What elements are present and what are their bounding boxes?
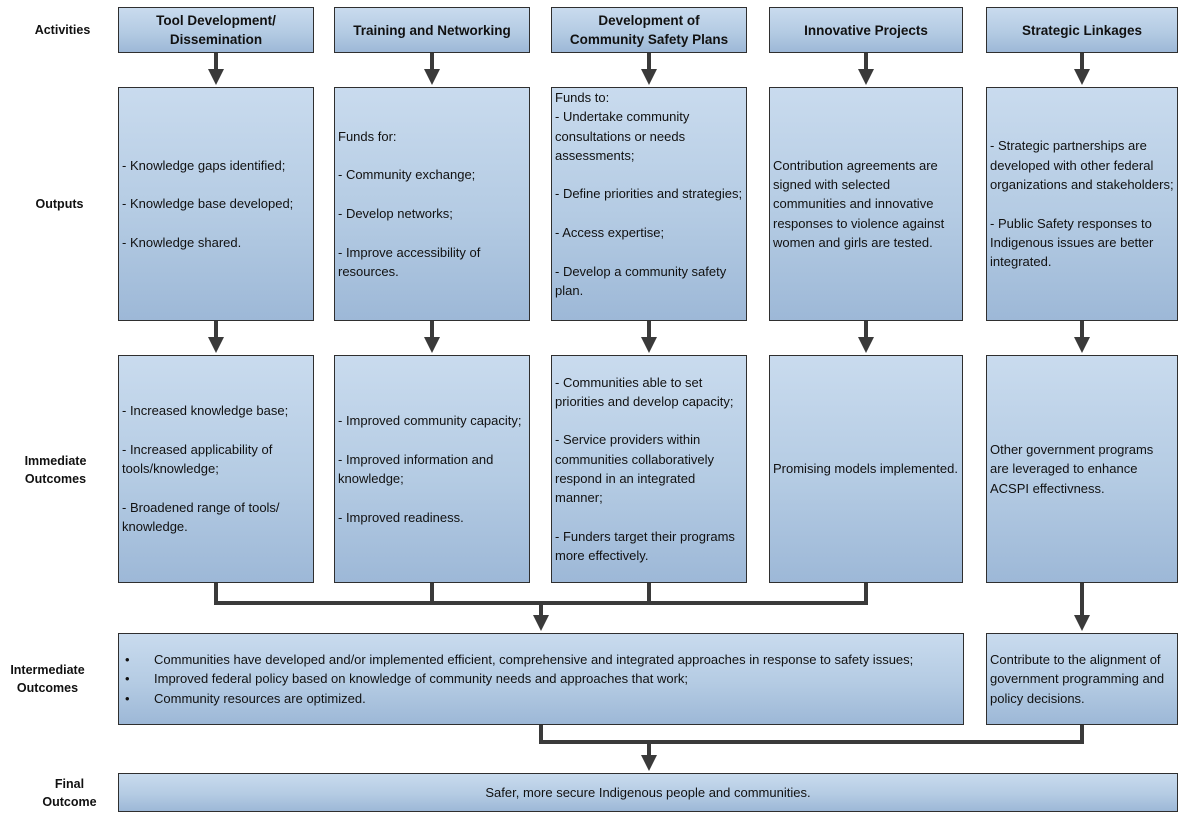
intermediate-outcomes-list: Communities have developed and/or implem… <box>122 650 960 708</box>
intermediate-outcomes-main: Communities have developed and/or implem… <box>118 633 964 725</box>
outputs-community-safety-plans: Funds to: - Undertake community consulta… <box>551 87 747 321</box>
immediate-training-networking: - Improved community capacity; - Improve… <box>334 355 530 583</box>
activity-tool-development: Tool Development/Dissemination <box>118 7 314 53</box>
list-item: Communities have developed and/or implem… <box>122 650 960 670</box>
immediate-innovative-projects: Promising models implemented. <box>769 355 963 583</box>
activity-strategic-linkages: Strategic Linkages <box>986 7 1178 53</box>
outputs-innovative-projects: Contribution agreements are signed with … <box>769 87 963 321</box>
final-outcome: Safer, more secure Indigenous people and… <box>118 773 1178 812</box>
activity-innovative-projects: Innovative Projects <box>769 7 963 53</box>
list-item: Improved federal policy based on knowled… <box>122 669 960 689</box>
list-item: Community resources are optimized. <box>122 689 960 709</box>
row-label-outputs: Outputs <box>35 197 84 211</box>
immediate-community-safety-plans: - Communities able to set priorities and… <box>551 355 747 583</box>
row-label-activities: Activities <box>34 23 91 37</box>
intermediate-outcomes-linkages: Contribute to the alignment of governmen… <box>986 633 1178 725</box>
immediate-strategic-linkages: Other government programs are leveraged … <box>986 355 1178 583</box>
outputs-training-networking: Funds for: - Community exchange; - Devel… <box>334 87 530 321</box>
activity-training-networking: Training and Networking <box>334 7 530 53</box>
immediate-tool-development: - Increased knowledge base; - Increased … <box>118 355 314 583</box>
outputs-strategic-linkages: - Strategic partnerships are developed w… <box>986 87 1178 321</box>
outputs-tool-development: - Knowledge gaps identified; - Knowledge… <box>118 87 314 321</box>
